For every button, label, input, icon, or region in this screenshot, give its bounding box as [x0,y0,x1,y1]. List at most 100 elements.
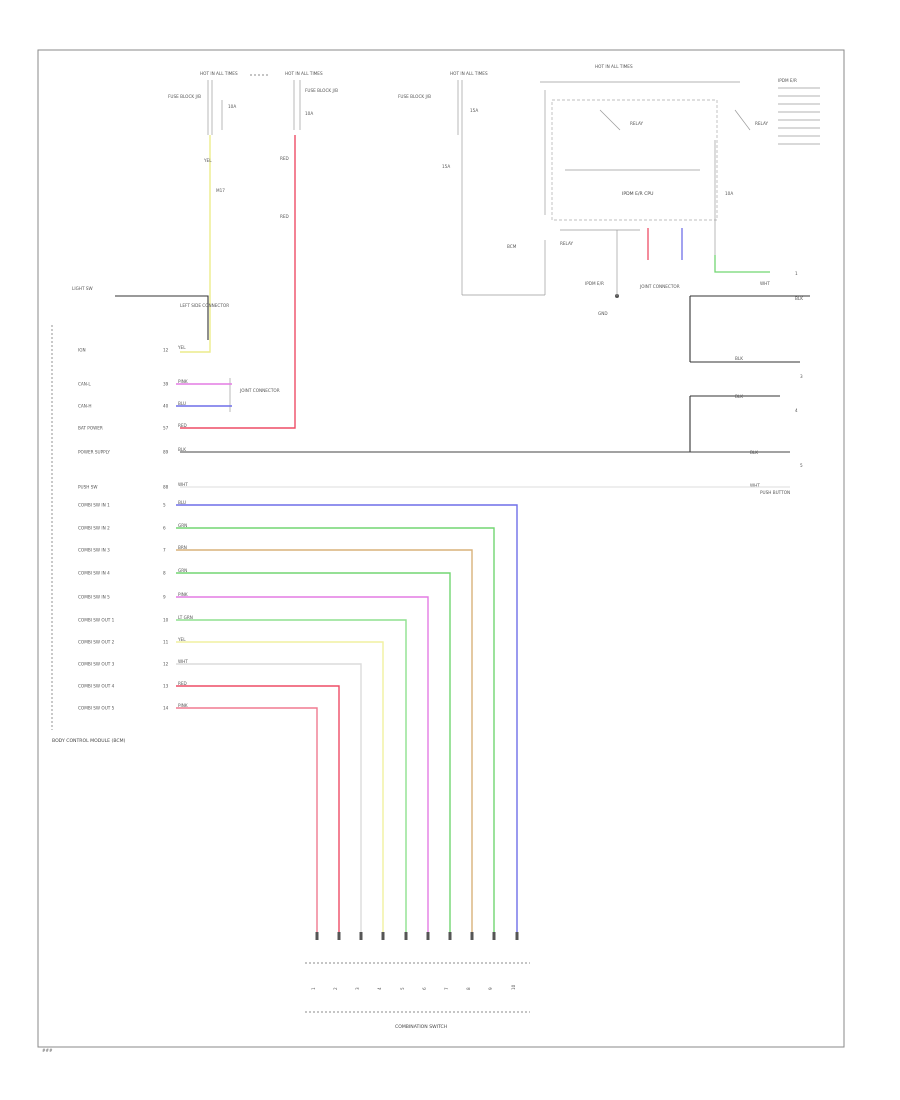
bcm-pin-number: 12 [163,662,169,667]
fuse-block-4-label: IPDM E/R [778,78,797,83]
ipdm-cpu-label: IPDM E/R CPU [622,191,654,197]
bcm-pin-label: COMBI SW IN 2 [78,526,110,531]
fuse-block-2: HOT IN ALL TIMES FUSE BLOCK J/B 10A [250,71,338,130]
combination-wire [176,504,518,935]
bcm-pin-number: 6 [163,526,166,531]
bcm-pin-label: COMBI SW IN 3 [78,548,110,553]
combination-wire [176,685,340,935]
right-output-1-pin: 1 [795,271,798,276]
combination-pin-label: 2 [333,987,338,990]
combination-wire [176,619,407,935]
footer-code: ### [42,1048,53,1053]
yellow-feeder-wire [180,135,211,353]
fuse-block-2-label: FUSE BLOCK J/B [305,88,338,93]
right-output-4-pin: 4 [795,408,798,413]
fuse-block-2-fuse: 10A [305,111,313,116]
bcm-pin-color: BLK [178,447,186,452]
combination-pin-mark [448,932,452,940]
fuse-block-3-fuse: 15A [470,108,478,113]
combination-pin-mark [404,932,408,940]
bcm-pin-label: COMBI SW OUT 4 [78,684,115,689]
combination-switch-caption: COMBINATION SWITCH [395,1024,447,1030]
bcm-box-label: BODY CONTROL MODULE (BCM) [52,738,126,744]
fuse-block-1-fuse: 10A [228,104,236,109]
fuse-block-1-label: FUSE BLOCK J/B [168,94,201,99]
combination-wire [176,572,451,935]
bcm-pin-color: WHT [178,659,188,664]
ipdm-relay-2: RELAY [755,121,769,126]
red-feeder-wire [180,135,296,429]
bcm-pin-label: COMBI SW OUT 2 [78,640,115,645]
yellow-feeder-connector: M17 [216,188,225,193]
combination-pin-label: 7 [444,987,449,990]
bcm-pin-label: CAN-H [78,404,92,409]
bcm-pin-number: 57 [163,426,169,431]
combination-pin-label: 4 [377,987,382,990]
bcm-pin-color: PINK [178,379,188,384]
combination-pin-mark [337,932,341,940]
bcm-pin-color: BLU [178,500,186,505]
combination-wire [176,641,384,935]
left-connector-label: LEFT SIDE CONNECTOR [180,303,229,308]
bcm-pin-number: 88 [163,485,169,490]
yellow-feeder-label: YEL [203,158,212,163]
label-ground: GND [598,311,608,316]
bcm-pin-label: COMBI SW OUT 5 [78,706,115,711]
bcm-pin-number: 89 [163,450,169,455]
bcm-pin-number: 39 [163,382,169,387]
bcm-pin-label: COMBI SW IN 1 [78,503,110,508]
combination-wire [176,596,429,935]
combination-pin-mark [359,932,363,940]
right-black-wires [689,295,810,452]
red-feeder-label: RED [280,156,289,161]
bcm-pin-number: 5 [163,503,166,508]
right-output-2: BLK [795,296,803,301]
bcm-pin-number: 13 [163,684,169,689]
fuse-block-3-label: FUSE BLOCK J/B [398,94,431,99]
bcm-pin-color: RED [178,681,187,686]
combination-pin-mark [381,932,385,940]
right-output-caption: PUSH BUTTON [760,490,790,495]
bcm-pin-label: PUSH SW [78,485,98,490]
combination-pin-label: 6 [422,987,427,990]
bcm-pin-color: YEL [177,637,186,642]
bcm-pin-color: YEL [177,345,186,350]
bcm-pin-label: BAT POWER [78,426,103,431]
diagram-frame [37,49,845,1048]
fuse-block-3-header: HOT IN ALL TIMES [450,71,488,76]
fuse-block-2-header: HOT IN ALL TIMES [285,71,323,76]
right-output-6: WHT [750,483,760,488]
right-output-3-pin: 3 [800,374,803,379]
combination-pin-label: 5 [400,987,405,990]
bcm-pin-number: 40 [163,404,169,409]
bcm-pin-number: 11 [163,640,169,645]
bcm-pin-label: COMBI SW OUT 1 [78,618,115,623]
combination-pin-label: 8 [466,987,471,990]
bcm-pin-color: RED [178,423,187,428]
bcm-pin-color: GRN [178,523,187,528]
combination-pin-label: 10 [511,984,516,990]
right-output-5-pin: 5 [800,463,803,468]
combination-pin-label: 9 [488,987,493,990]
bcm-pin-number: 14 [163,706,169,711]
bcm-pin-color: WHT [178,482,188,487]
combination-pin-mark [426,932,430,940]
combination-pin-mark [492,932,496,940]
bcm-pin-label: IGN [78,348,86,353]
combination-switch-wires [176,504,518,935]
bcm-pin-number: 9 [163,595,166,600]
label-relay-mid: RELAY [560,241,574,246]
label-ipdm-mid: IPDM E/R [585,281,604,286]
bcm-pin-label: COMBI SW IN 4 [78,571,110,576]
combination-pin-label: 3 [355,987,360,990]
combination-wire [176,707,318,935]
bcm-pin-label: POWER SUPPLY [78,450,110,455]
bcm-pin-color: BLU [178,401,186,406]
ipdm-relay-1: RELAY [630,121,644,126]
combination-wire [176,549,473,935]
bcm-pin-label: COMBI SW IN 5 [78,595,110,600]
bcm-pin-number: 12 [163,348,169,353]
fuse-block-3-sub: 15A [442,164,450,169]
